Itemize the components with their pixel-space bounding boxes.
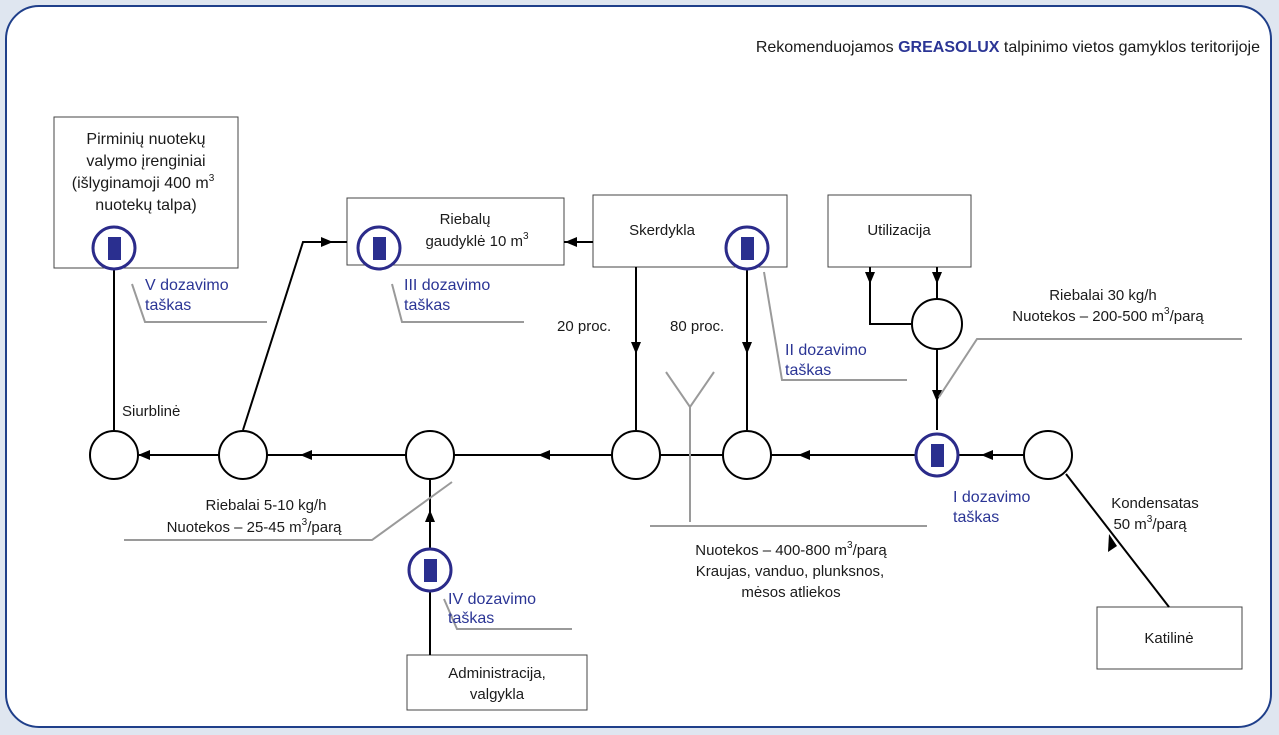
primary-treatment-box: Pirminių nuotekų valymo įrenginiai (išly…	[53, 116, 239, 269]
arrow-3	[538, 450, 550, 460]
svg-text:Katilinė: Katilinė	[1144, 630, 1193, 647]
arrow-util-right	[932, 272, 942, 284]
svg-text:Riebalai 30 kg/h: Riebalai 30 kg/h	[1049, 287, 1157, 304]
label-80pct: 80 proc.	[670, 318, 724, 335]
node-2	[218, 430, 268, 480]
arrow-2	[300, 450, 312, 460]
node-pump-station	[89, 430, 139, 480]
label-left-flow: Riebalai 5-10 kg/h Nuotekos – 25-45 m3/p…	[167, 497, 342, 536]
svg-text:(išlyginamoji 400 m3: (išlyginamoji 400 m3	[72, 173, 215, 192]
svg-text:taškas: taškas	[785, 362, 831, 379]
arrow-util-down	[932, 390, 942, 402]
diagram-frame: Rekomenduojamos GREASOLUX talpinimo viet…	[5, 5, 1272, 728]
svg-text:Nuotekos – 200-500 m3/parą: Nuotekos – 200-500 m3/parą	[1012, 306, 1204, 325]
svg-text:gaudyklė 10 m3: gaudyklė 10 m3	[425, 231, 529, 250]
svg-text:Skerdykla: Skerdykla	[629, 222, 696, 239]
node-5	[722, 430, 772, 480]
svg-text:Riebalai 5-10 kg/h: Riebalai 5-10 kg/h	[206, 497, 327, 514]
svg-text:Riebalų: Riebalų	[440, 211, 491, 228]
dosing-point-III	[356, 225, 402, 271]
label-condensate: Kondensatas 50 m3/parą	[1111, 495, 1199, 533]
label-pump-station: Siurblinė	[122, 403, 180, 420]
utilization-box: Utilizacija	[827, 194, 972, 268]
svg-text:Nuotekos – 25-45 m3/parą: Nuotekos – 25-45 m3/parą	[167, 517, 342, 536]
label-dosing-V: V dozavimo taškas	[145, 277, 229, 314]
administration-box: Administracija, valgykla	[406, 654, 588, 711]
pipe-util-left	[869, 267, 911, 325]
arrow-to-grease-trap	[321, 237, 333, 247]
svg-text:Administracija,: Administracija,	[448, 665, 546, 682]
label-dosing-II: II dozavimo taškas	[785, 342, 867, 379]
svg-text:nuotekų talpa): nuotekų talpa)	[95, 197, 196, 214]
arrow-4	[798, 450, 810, 460]
leader-left-flow	[124, 481, 453, 541]
svg-text:I dozavimo: I dozavimo	[953, 489, 1030, 506]
dosing-point-I	[914, 432, 960, 478]
flow-diagram: Rekomenduojamos GREASOLUX talpinimo viet…	[53, 39, 1260, 711]
arrow-5	[981, 450, 993, 460]
label-right-flow: Riebalai 30 kg/h Nuotekos – 200-500 m3/p…	[1012, 287, 1204, 325]
arrow-slaughter-to-trap	[565, 237, 577, 247]
svg-text:taškas: taškas	[404, 297, 450, 314]
svg-text:II dozavimo: II dozavimo	[785, 342, 867, 359]
arrow-1	[138, 450, 150, 460]
svg-text:V dozavimo: V dozavimo	[145, 277, 229, 294]
leader-IV	[443, 598, 572, 630]
label-20pct: 20 proc.	[557, 318, 611, 335]
node-4	[611, 430, 661, 480]
leader-center-fork	[665, 371, 715, 409]
svg-text:Kraujas, vanduo, plunksnos,: Kraujas, vanduo, plunksnos,	[696, 563, 884, 580]
leader-III	[391, 283, 524, 323]
label-center-flow: Nuotekos – 400-800 m3/parą Kraujas, vand…	[695, 540, 887, 601]
svg-text:taškas: taškas	[145, 297, 191, 314]
node-3	[405, 430, 455, 480]
pipe-boiler	[1065, 473, 1170, 608]
label-dosing-IV: IV dozavimo taškas	[448, 591, 536, 627]
dosing-point-IV	[407, 547, 453, 593]
leader-II	[763, 271, 907, 381]
label-dosing-III: III dozavimo taškas	[404, 277, 490, 314]
leader-right-flow	[938, 338, 1242, 398]
dosing-point-II	[724, 225, 770, 271]
label-dosing-I: I dozavimo taškas	[953, 489, 1030, 526]
svg-text:III dozavimo: III dozavimo	[404, 277, 490, 294]
arrow-util-left	[865, 272, 875, 284]
svg-text:taškas: taškas	[448, 610, 494, 627]
node-utilization	[911, 298, 963, 350]
dosing-point-V	[91, 225, 137, 271]
svg-text:Utilizacija: Utilizacija	[867, 222, 931, 239]
diagram-title: Rekomenduojamos GREASOLUX talpinimo viet…	[756, 39, 1260, 56]
node-boiler-in	[1023, 430, 1073, 480]
boiler-box: Katilinė	[1096, 606, 1243, 670]
leader-V	[131, 283, 267, 323]
svg-text:Nuotekos – 400-800 m3/parą: Nuotekos – 400-800 m3/parą	[695, 540, 887, 559]
svg-text:mėsos atliekos: mėsos atliekos	[741, 584, 840, 601]
arrow-boiler	[1108, 534, 1117, 552]
svg-text:valgykla: valgykla	[470, 686, 525, 703]
arrow-20pct	[631, 342, 641, 354]
arrow-admin	[425, 510, 435, 522]
svg-text:valymo įrenginiai: valymo įrenginiai	[86, 153, 205, 170]
svg-text:Kondensatas: Kondensatas	[1111, 495, 1199, 512]
svg-text:Pirminių nuotekų: Pirminių nuotekų	[86, 131, 205, 148]
svg-text:IV dozavimo: IV dozavimo	[448, 591, 536, 608]
svg-text:taškas: taškas	[953, 509, 999, 526]
arrow-80pct	[742, 342, 752, 354]
pipe-to-grease-trap	[242, 241, 347, 431]
svg-text:50 m3/parą: 50 m3/parą	[1113, 514, 1187, 533]
